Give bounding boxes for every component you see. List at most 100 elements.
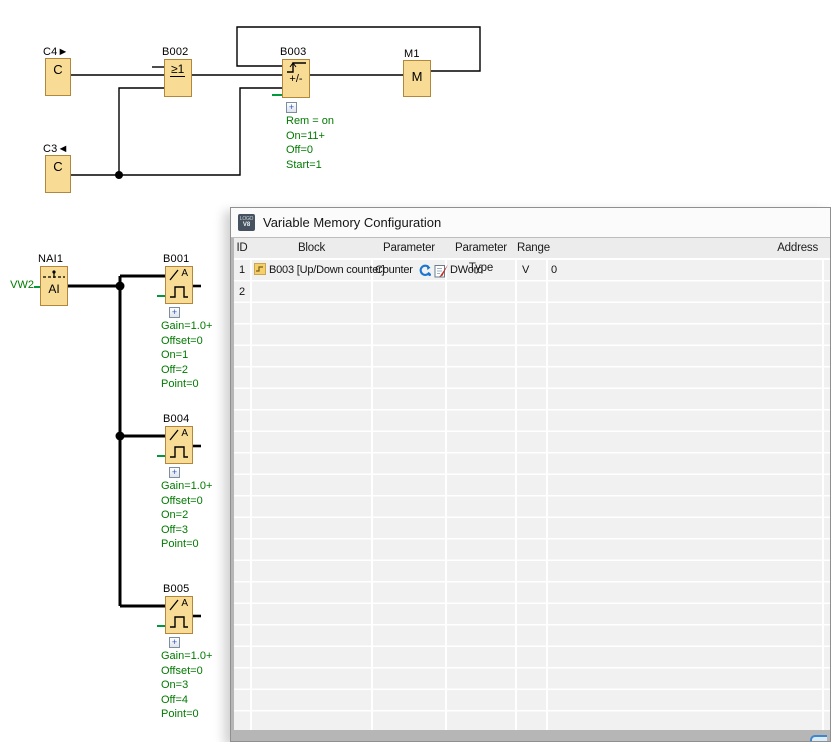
analog-a-symbol: A xyxy=(181,428,188,439)
analog-threshold-symbol xyxy=(166,267,192,303)
ok-button-fragment[interactable] xyxy=(810,735,827,741)
row1-id[interactable]: 1 xyxy=(234,260,250,282)
expand-button-b003[interactable]: + xyxy=(286,102,297,113)
edit-icon[interactable] xyxy=(434,263,449,278)
row2-id[interactable]: 2 xyxy=(234,282,250,304)
param-list-b005: Gain=1.0+ Offset=0 On=3 Off=4 Point=0 xyxy=(161,649,212,722)
flag-symbol: M xyxy=(404,61,430,84)
row1-address-cell[interactable]: 0 xyxy=(551,260,557,282)
row2-parameter-cell[interactable] xyxy=(375,282,443,304)
param-line: Point=0 xyxy=(161,377,212,392)
block-b001-analog-threshold[interactable]: A xyxy=(165,266,193,304)
counter-step-symbol xyxy=(283,60,309,74)
cursor-key-symbol: C xyxy=(46,156,70,174)
col-header-address[interactable]: Address xyxy=(548,238,818,258)
param-line: On=2 xyxy=(161,508,212,523)
block-label-b005: B005 xyxy=(163,583,190,595)
block-label-nai1: NAI1 xyxy=(38,253,63,265)
row2-parameter-type-cell[interactable] xyxy=(450,282,512,304)
dialog-title: Variable Memory Configuration xyxy=(263,215,441,230)
dialog-footer-strip xyxy=(231,730,830,741)
expand-button-b004[interactable]: + xyxy=(169,467,180,478)
row1-block-cell[interactable]: B003 [Up/Down counter] xyxy=(254,260,384,282)
analog-input-symbol: AI xyxy=(41,282,67,296)
block-b002-or[interactable]: ≥1 xyxy=(164,59,192,97)
param-list-b004: Gain=1.0+ Offset=0 On=2 Off=3 Point=0 xyxy=(161,479,212,552)
block-label-b002: B002 xyxy=(162,46,189,58)
block-b005-analog-threshold[interactable]: A xyxy=(165,596,193,634)
block-label-b004: B004 xyxy=(163,413,190,425)
network-ref-vw2: VW2 xyxy=(10,279,34,291)
block-b003-updown-counter[interactable]: +/- xyxy=(282,59,310,98)
wire-c3-b002[interactable] xyxy=(119,88,164,175)
param-line: Offset=0 xyxy=(161,334,212,349)
wire-junction xyxy=(116,282,125,291)
param-line: Gain=1.0+ xyxy=(161,319,212,334)
block-m1-flag[interactable]: M xyxy=(403,60,431,97)
or-gate-symbol: ≥1 xyxy=(170,63,185,77)
app-icon-text: V8 xyxy=(243,222,250,228)
expand-button-b005[interactable]: + xyxy=(169,637,180,648)
col-header-parameter-type[interactable]: Parameter Type xyxy=(447,238,515,258)
row2-address-cell[interactable] xyxy=(551,282,811,304)
block-nai1-network-analog-input[interactable]: AI xyxy=(40,266,68,306)
analog-threshold-symbol xyxy=(166,597,192,633)
col-header-parameter[interactable]: Parameter xyxy=(373,238,445,258)
block-label-b003: B003 xyxy=(280,46,307,58)
param-line: Offset=0 xyxy=(161,494,212,509)
param-line: Off=3 xyxy=(161,523,212,538)
updown-symbol: +/- xyxy=(283,74,309,85)
param-line: On=11+ xyxy=(286,129,334,144)
refresh-icon[interactable] xyxy=(417,263,432,278)
row1-range-cell[interactable]: V xyxy=(522,260,529,282)
param-line: Off=0 xyxy=(286,143,334,158)
row1-parameter-text: Counter xyxy=(375,264,413,276)
cursor-key-symbol: C xyxy=(46,59,70,77)
wire-junction xyxy=(115,171,123,179)
network-input-symbol xyxy=(41,269,67,281)
row1-block-text: B003 [Up/Down counter] xyxy=(269,264,384,276)
param-line: Start=1 xyxy=(286,158,334,173)
wire-junction xyxy=(116,432,125,441)
row1-parameter-cell[interactable]: Counter xyxy=(375,260,449,282)
analog-a-symbol: A xyxy=(181,268,188,279)
param-line: On=1 xyxy=(161,348,212,363)
table-body-grid xyxy=(234,260,830,731)
expand-button-b001[interactable]: + xyxy=(169,307,180,318)
block-c3[interactable]: C xyxy=(45,155,71,193)
logo-v8-app-icon: LOGO V8 xyxy=(238,214,255,231)
param-line: Off=2 xyxy=(161,363,212,378)
param-line: Point=0 xyxy=(161,707,212,722)
analog-a-symbol: A xyxy=(181,598,188,609)
block-type-icon xyxy=(254,263,266,275)
param-line: On=3 xyxy=(161,678,212,693)
col-header-block[interactable]: Block xyxy=(252,238,371,258)
block-label-m1: M1 xyxy=(404,48,420,60)
row2-block-cell[interactable] xyxy=(254,282,369,304)
row2-range-cell[interactable] xyxy=(522,282,544,304)
block-label-b001: B001 xyxy=(163,253,190,265)
table-header-row: ID Block Parameter Parameter Type Range … xyxy=(234,238,830,260)
param-line: Offset=0 xyxy=(161,664,212,679)
vm-table: ID Block Parameter Parameter Type Range … xyxy=(234,238,830,733)
dialog-titlebar[interactable]: LOGO V8 Variable Memory Configuration xyxy=(231,208,830,238)
param-line: Gain=1.0+ xyxy=(161,479,212,494)
block-c4[interactable]: C xyxy=(45,58,71,96)
param-line: Point=0 xyxy=(161,537,212,552)
param-line: Gain=1.0+ xyxy=(161,649,212,664)
row1-parameter-type-cell[interactable]: DWord xyxy=(450,260,483,282)
param-list-b003: Rem = on On=11+ Off=0 Start=1 xyxy=(286,114,334,172)
param-line: Off=4 xyxy=(161,693,212,708)
param-list-b001: Gain=1.0+ Offset=0 On=1 Off=2 Point=0 xyxy=(161,319,212,392)
col-header-id[interactable]: ID xyxy=(234,238,250,258)
block-label-c4: C4► xyxy=(43,46,69,58)
block-b004-analog-threshold[interactable]: A xyxy=(165,426,193,464)
col-header-range[interactable]: Range xyxy=(517,238,546,258)
param-line: Rem = on xyxy=(286,114,334,129)
wire-c3-b003[interactable] xyxy=(71,88,282,175)
analog-threshold-symbol xyxy=(166,427,192,463)
variable-memory-configuration-dialog: LOGO V8 Variable Memory Configuration ID… xyxy=(230,207,831,742)
block-label-c3: C3◄ xyxy=(43,143,69,155)
wire-m1-feedback-b003[interactable] xyxy=(237,27,480,71)
